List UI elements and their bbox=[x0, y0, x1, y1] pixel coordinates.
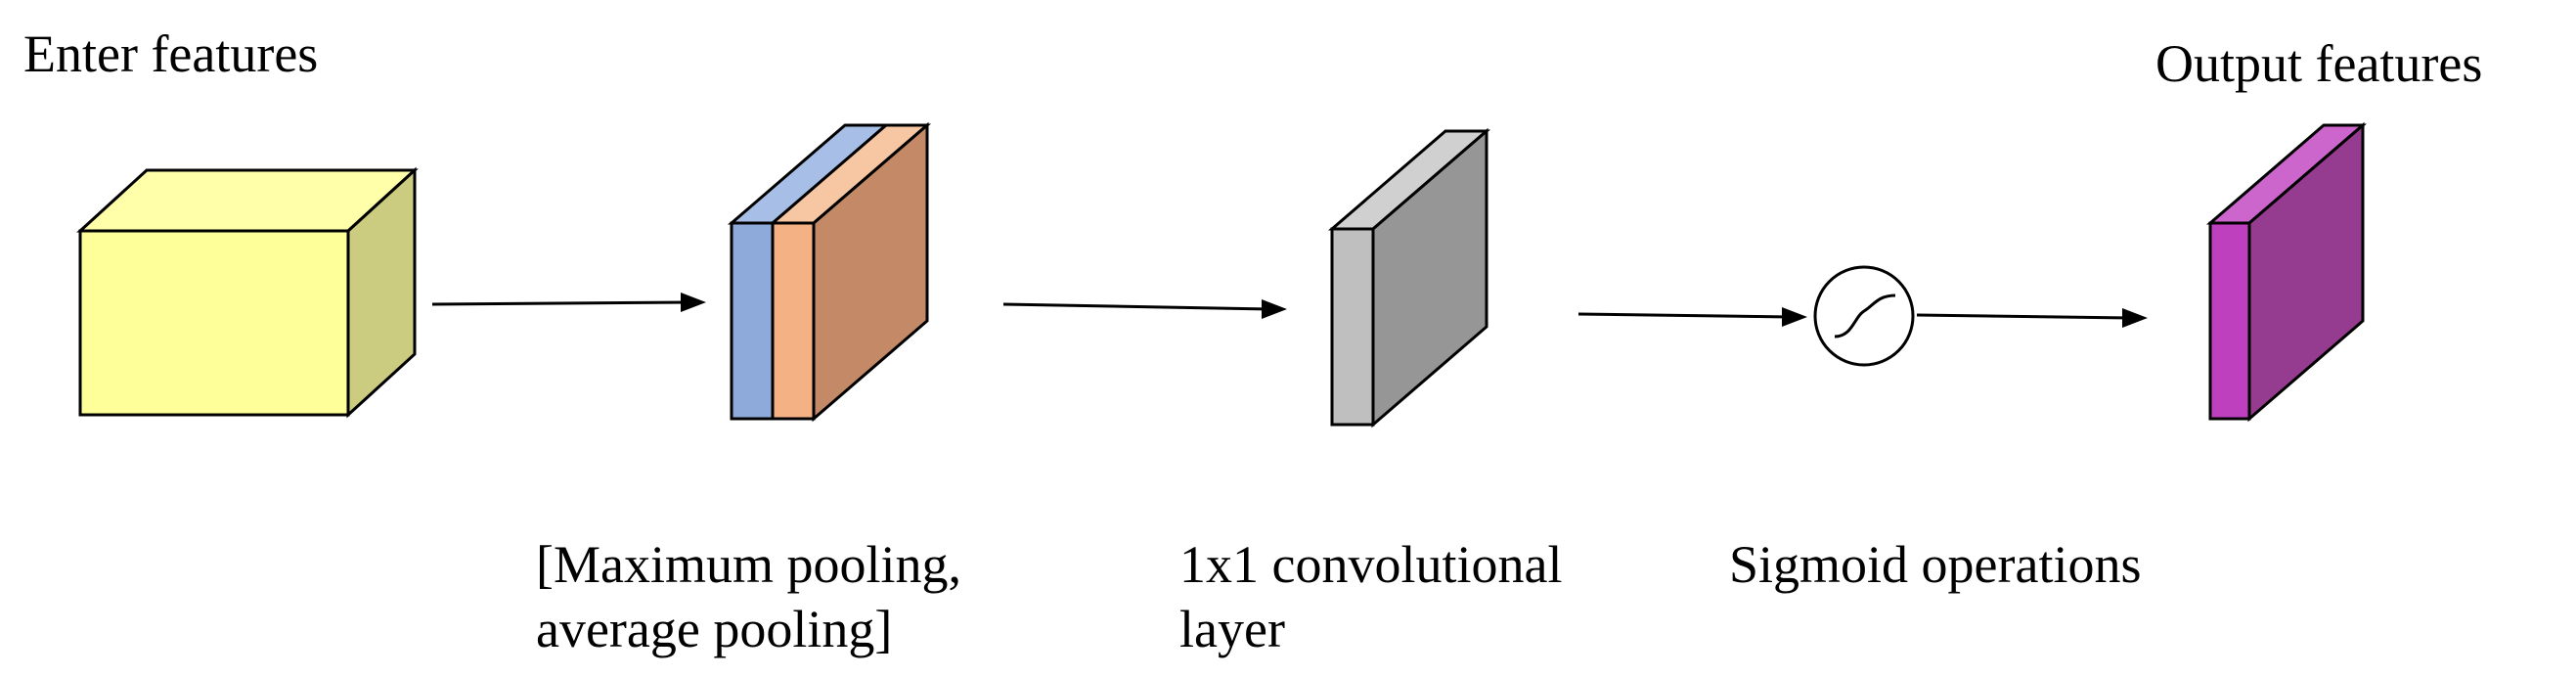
avg-pooling-front bbox=[771, 221, 816, 421]
output-slab bbox=[2205, 121, 2368, 423]
pooling-label-line1: [Maximum pooling, bbox=[536, 535, 961, 594]
conv-slab bbox=[1327, 127, 1491, 429]
input-feature-cube bbox=[76, 166, 419, 419]
conv-front bbox=[1330, 227, 1375, 427]
arrow-input-to-pooling bbox=[431, 293, 706, 312]
pooling-label: [Maximum pooling, average pooling] bbox=[536, 532, 961, 661]
output-side bbox=[2247, 121, 2365, 423]
input-features-label: Enter features bbox=[23, 24, 319, 83]
input-cube-front bbox=[78, 229, 350, 417]
avg-pooling-side bbox=[812, 121, 929, 423]
max-pooling-front bbox=[730, 221, 775, 421]
sigmoid-label: Sigmoid operations bbox=[1729, 535, 2142, 594]
conv-label: 1x1 convolutional layer bbox=[1179, 532, 1562, 661]
sigmoid-icon bbox=[1813, 265, 1915, 367]
arrow-conv-to-sigmoid bbox=[1577, 307, 1807, 327]
pooling-label-line2: average pooling] bbox=[536, 600, 893, 658]
input-cube-side bbox=[346, 166, 417, 419]
arrow-pooling-to-conv bbox=[1002, 299, 1287, 319]
output-front bbox=[2208, 221, 2251, 421]
conv-label-line1: 1x1 convolutional bbox=[1179, 535, 1563, 594]
conv-label-line2: layer bbox=[1179, 600, 1285, 658]
output-features-label: Output features bbox=[2155, 34, 2483, 93]
arrow-sigmoid-to-output bbox=[1916, 308, 2148, 328]
pooling-slabs bbox=[727, 121, 932, 423]
conv-side bbox=[1371, 127, 1488, 429]
